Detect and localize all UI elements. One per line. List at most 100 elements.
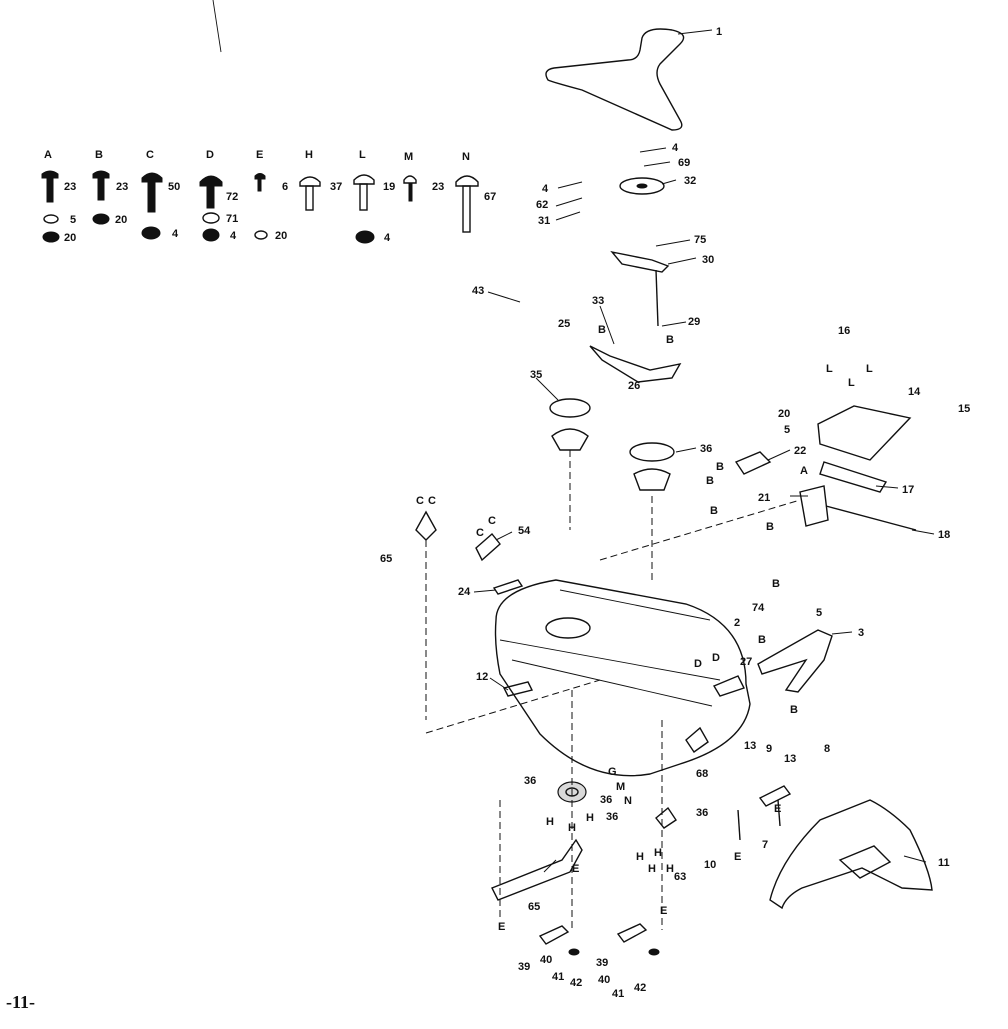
callout-36-mid2: 36 [606,811,618,823]
callout-27: 27 [740,656,752,668]
rod-18 [825,505,917,531]
lock-washer-icon [43,214,59,224]
legend-letter-n: N [462,151,470,163]
legend-column-c: C 50 4 [141,149,180,240]
discharge-chute-11 [769,799,933,910]
drive-belt [545,28,685,131]
leader-lines [473,29,935,873]
callout-8: 8 [824,743,830,755]
callout-30: 30 [702,254,714,266]
callout-63: 63 [674,871,686,883]
bolt-shank-icon [359,183,368,211]
hex-nut-icon [141,226,161,240]
hex-bolt-icon [299,176,321,187]
tag-c: C [476,527,484,539]
bracket-21 [799,485,829,527]
callout-36-lower: 36 [524,775,536,787]
legend-e-fastener-qty: 6 [282,181,288,193]
hardware-legend: A 23 5 20 B 23 20 C 50 4 [41,149,496,244]
screw-shank-icon [257,178,262,192]
tag-d: D [712,652,720,664]
tag-m: M [616,781,625,793]
mount-bracket-14 [817,405,912,461]
hex-bolt-icon [455,175,479,187]
tag-b: B [758,634,766,646]
carriage-bolt-icon [141,172,163,183]
bracket-65 [415,510,437,541]
legend-column-b: B 23 20 [92,149,128,226]
callout-29: 29 [688,316,700,328]
mandrel-pulley-35 [549,398,591,418]
tag-b: B [716,461,724,473]
legend-a-washer-qty: 5 [70,214,76,226]
tag-b: B [766,521,774,533]
callout-13: 13 [744,740,756,752]
legend-a-nut-qty: 20 [64,232,76,244]
part-callouts: 1 4 69 32 4 62 31 75 30 43 33 25 29 26 3… [380,26,970,1000]
legend-column-a: A 23 5 20 [41,149,76,244]
tag-n: N [624,795,632,807]
tag-l: L [848,377,855,389]
legend-a-fastener-qty: 23 [64,181,76,193]
legend-c-nut-qty: 4 [172,228,179,240]
bolt-shank-icon [147,181,156,213]
callout-5b: 5 [816,607,822,619]
mower-deck [494,579,751,777]
flat-washer-icon [202,212,220,224]
hex-bolt-icon [353,174,375,185]
legend-letter-l: L [359,149,366,161]
callout-26: 26 [628,380,640,392]
tag-b: B [706,475,714,487]
idler-bracket-30 [610,250,670,273]
callout-33: 33 [592,295,604,307]
legend-column-e: E 6 20 [254,149,288,242]
deck-rib [499,589,721,707]
bolt-shank-icon [97,177,105,201]
tag-h: H [636,851,644,863]
callout-35: 35 [530,369,542,381]
legend-m-fastener-qty: 23 [432,181,444,193]
legend-column-n: N 67 [455,151,496,233]
legend-column-l: L 19 4 [353,149,395,244]
mandrel-pulley-36 [629,442,675,462]
letter-callouts: B B L L L B B A B B C C C C B B D D B G … [416,324,873,933]
tag-c: C [488,515,496,527]
callout-42: 42 [570,977,582,989]
bracket-axis [599,499,801,561]
legend-d-fastener-qty: 72 [226,191,238,203]
tag-e: E [660,905,667,917]
carriage-bolt-icon [41,170,59,179]
legend-letter-m: M [404,151,413,163]
idler-22 [734,451,772,475]
blade-65 [491,838,583,901]
callout-4b: 4 [542,183,549,195]
pulley-hub [636,183,648,189]
tag-d: D [694,658,702,670]
legend-d-washer-qty: 71 [226,213,238,225]
blade-adapter-39 [538,925,570,945]
tag-e: E [572,863,579,875]
plate-27 [712,675,745,697]
tag-e: E [498,921,505,933]
callout-1: 1 [716,26,722,38]
callout-11: 11 [938,857,950,869]
callout-41: 41 [552,971,564,983]
legend-letter-a: A [44,149,52,161]
callout-75: 75 [694,234,706,246]
callout-13b: 13 [784,753,796,765]
callout-12: 12 [476,671,488,683]
bolt-shank-icon [206,185,215,209]
screw-icon [403,175,417,184]
callout-15: 15 [958,403,970,415]
tag-g: G [608,766,617,778]
callout-18: 18 [938,529,950,541]
callout-65-blade: 65 [528,901,540,913]
legend-e-washer-qty: 20 [275,230,287,242]
carriage-bolt-icon [92,170,110,179]
legend-column-m: M 23 [403,151,444,202]
tag-h: H [586,812,594,824]
legend-c-fastener-qty: 50 [168,181,180,193]
tag-e: E [774,803,781,815]
callout-5: 5 [784,424,790,436]
